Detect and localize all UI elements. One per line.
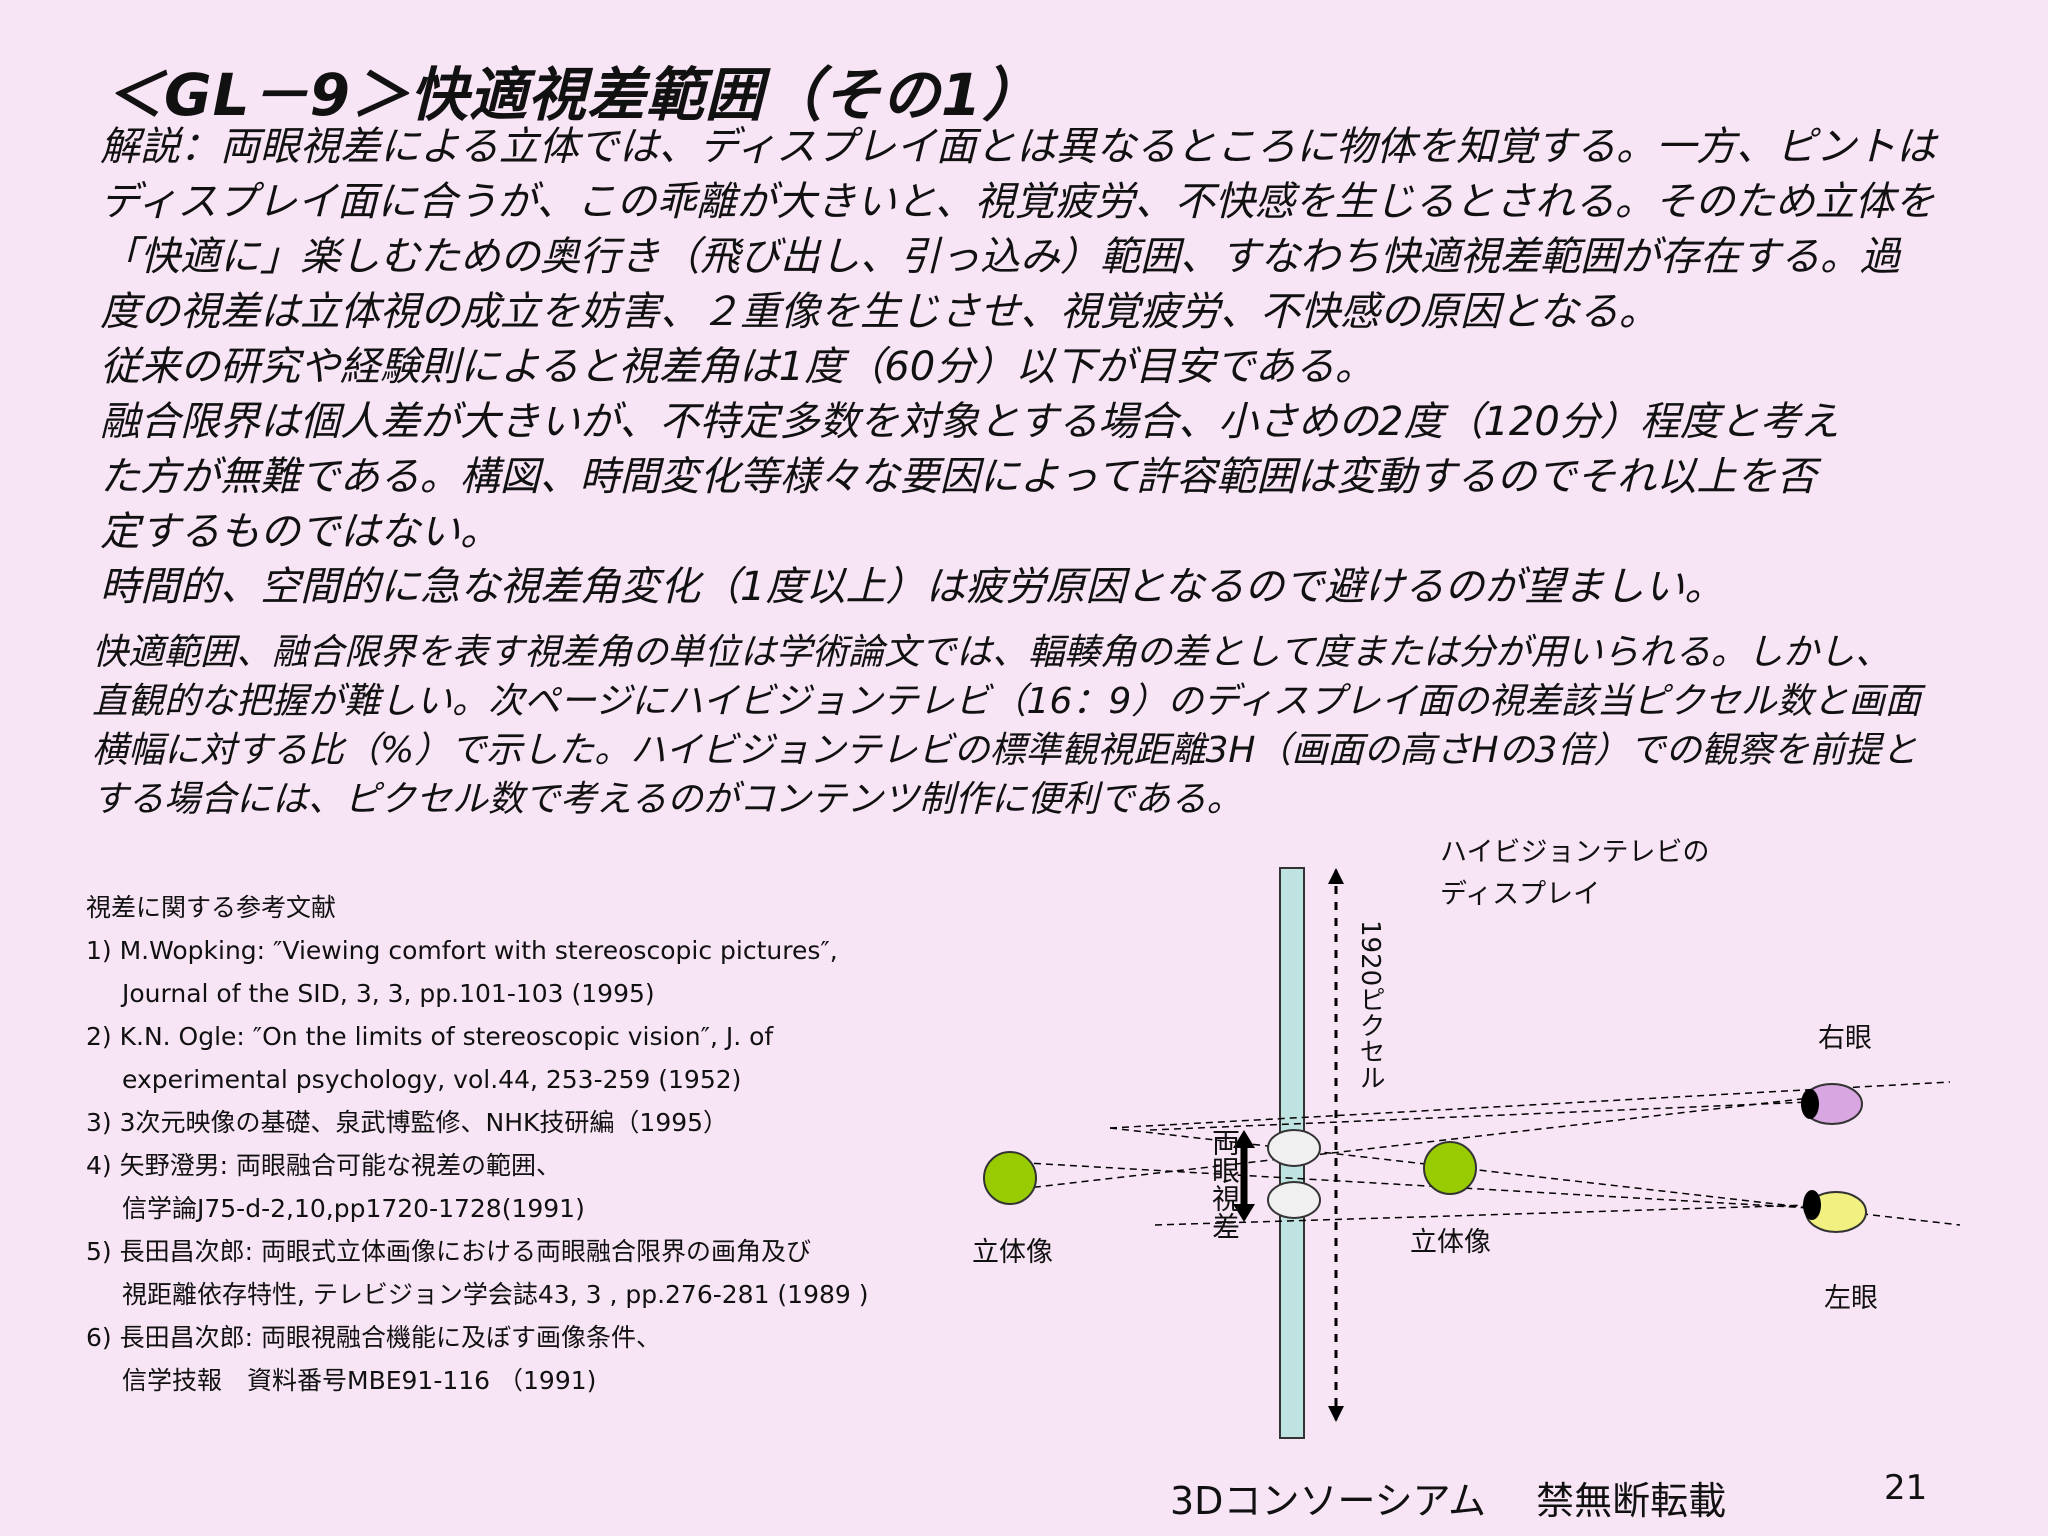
references-heading: 視差に関する参考文献 <box>86 893 337 922</box>
reference-item: 5) 長田昌次郎: 両眼式立体画像における両眼融合限界の画角及び <box>86 1237 811 1266</box>
sub-explanation: 快適範囲、融合限界を表す視差角の単位は学術論文では、輻輳角の差として度または分が… <box>92 628 2012 824</box>
sub-line: 横幅に対する比（%）で示した。ハイビジョンテレビの標準観視距離3H（画面の高さH… <box>92 730 1918 771</box>
reference-item-cont: experimental psychology, vol.44, 253-259… <box>122 1065 742 1094</box>
reference-item-cont: 信学技報 資料番号MBE91-116 （1991) <box>122 1366 597 1395</box>
footer-copyright: 3Dコンソーシアム 禁無断転載 <box>1170 1479 1727 1523</box>
main-explanation: 解説：両眼視差による立体では、ディスプレイ面とは異なるところに物体を知覚する。一… <box>100 120 2020 615</box>
reference-item: 3) 3次元映像の基礎、泉武博監修、NHK技研編（1995） <box>86 1108 729 1137</box>
page-title: ＜GL－9＞快適視差範囲（その1） <box>105 61 1042 129</box>
display-image-point <box>1267 1129 1321 1167</box>
main-line: 解説：両眼視差による立体では、ディスプレイ面とは異なるところに物体を知覚する。一… <box>100 124 1936 170</box>
main-line: 従来の研究や経験則によると視差角は1度（60分）以下が目安である。 <box>100 344 1375 390</box>
main-line: 度の視差は立体視の成立を妨害、２重像を生じさせ、視覚疲労、不快感の原因となる。 <box>100 289 1659 335</box>
reference-item-cont: Journal of the SID, 3, 3, pp.101-103 (19… <box>122 979 655 1008</box>
reference-item: 1) M.Wopking: ″Viewing comfort with ster… <box>86 936 838 965</box>
stereo-image-label-right: 立体像 <box>1410 1227 1491 1258</box>
stereo-image-ball-right <box>1423 1141 1477 1195</box>
display-label-1: ハイビジョンテレビの <box>1440 837 1710 868</box>
stereo-image-label-left: 立体像 <box>972 1237 1053 1268</box>
main-line: 定するものではない。 <box>100 509 500 555</box>
stereo-image-ball-left <box>983 1151 1037 1205</box>
main-line: 「快適に」楽しむための奥行き（飛び出し、引っ込み）範囲、すなわち快適視差範囲が存… <box>100 234 1900 280</box>
display-label-2: ディスプレイ <box>1440 879 1601 910</box>
right-eye-label: 右眼 <box>1818 1023 1872 1054</box>
reference-item: 6) 長田昌次郎: 両眼視融合機能に及ぼす画像条件、 <box>86 1323 661 1352</box>
pixels-label: 1920ピクセル <box>1355 920 1385 1091</box>
reference-item-cont: 視距離依存特性, テレビジョン学会誌43, 3 , pp.276-281 (19… <box>122 1280 869 1309</box>
left-eye-label: 左眼 <box>1824 1283 1878 1314</box>
page-number: 21 <box>1884 1468 1928 1508</box>
sub-line: 直観的な把握が難しい。次ページにハイビジョンテレビ（16：9）のディスプレイ面の… <box>92 681 1921 722</box>
sub-line: 快適範囲、融合限界を表す視差角の単位は学術論文では、輻輳角の差として度または分が… <box>92 632 1891 673</box>
display-image-point <box>1267 1181 1321 1219</box>
main-line: ディスプレイ面に合うが、この乖離が大きいと、視覚疲労、不快感を生じるとされる。そ… <box>100 179 1935 225</box>
main-line: 時間的、空間的に急な視差角変化（1度以上）は疲労原因となるので避けるのが望ましい… <box>100 564 1725 610</box>
reference-item: 4) 矢野澄男: 両眼融合可能な視差の範囲、 <box>86 1151 561 1180</box>
references: 視差に関する参考文献 1) M.Wopking: ″Viewing comfor… <box>86 886 926 1402</box>
reference-item-cont: 信学論J75-d-2,10,pp1720-1728(1991) <box>122 1194 585 1223</box>
main-line: た方が無難である。構図、時間変化等様々な要因によって許容範囲は変動するのでそれ以… <box>100 454 1817 500</box>
parallax-label: 両眼視差 <box>1208 1128 1241 1240</box>
reference-item: 2) K.N. Ogle: ″On the limits of stereosc… <box>86 1022 774 1051</box>
sub-line: する場合には、ピクセル数で考えるのがコンテンツ制作に便利である。 <box>92 779 1243 820</box>
main-line: 融合限界は個人差が大きいが、不特定多数を対象とする場合、小さめの2度（120分）… <box>100 399 1840 445</box>
